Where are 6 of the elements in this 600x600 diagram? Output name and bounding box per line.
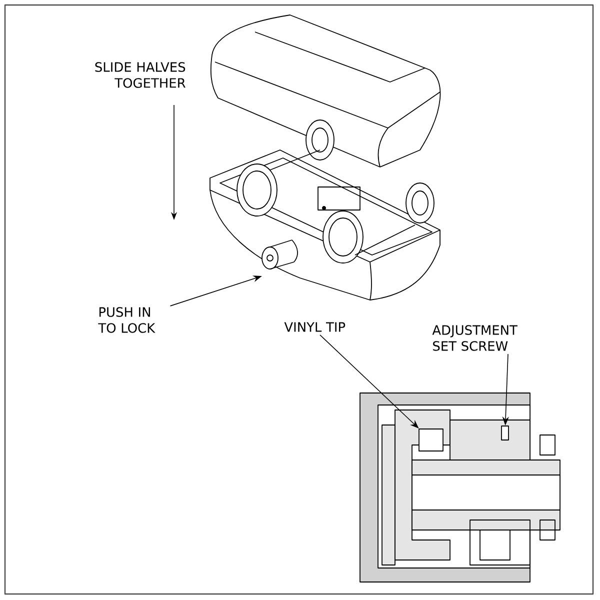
label: PUSH IN TO LOCK [98,307,156,333]
set-screw [501,426,509,440]
label: ADJUSTMENT SET SCREW [432,325,518,351]
label: SLIDE HALVES TOGETHER [95,62,186,88]
vinyl-tip [418,428,444,452]
label: VINYL TIP [284,322,346,332]
